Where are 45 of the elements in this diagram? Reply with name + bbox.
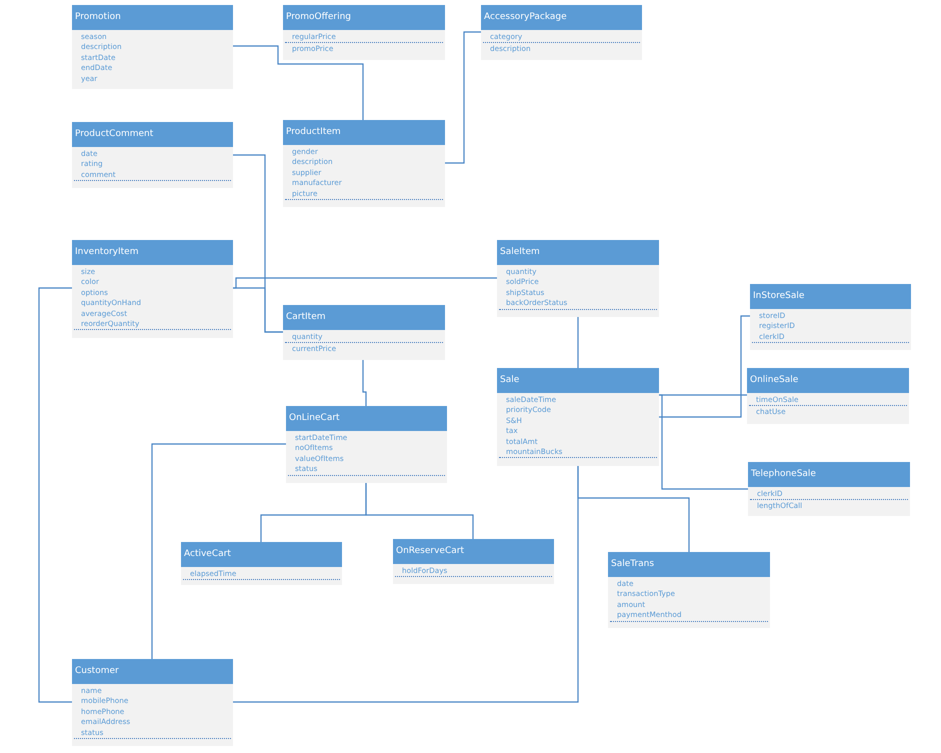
connector-line xyxy=(365,483,474,539)
class-name: InStoreSale xyxy=(750,284,911,309)
connector-line xyxy=(233,277,497,289)
class-name: CartItem xyxy=(283,305,445,330)
class-box xyxy=(72,5,233,89)
connector-line xyxy=(233,45,364,120)
connector-line xyxy=(577,466,690,552)
class-name: PromoOffering xyxy=(283,5,445,30)
connector-line xyxy=(445,31,481,164)
class-name: SaleItem xyxy=(497,240,659,265)
class-box xyxy=(72,240,233,338)
class-name: OnReserveCart xyxy=(393,539,554,564)
class-name: OnLineCart xyxy=(286,406,447,431)
class-box xyxy=(283,305,445,360)
class-box xyxy=(283,5,445,60)
class-box xyxy=(181,542,342,585)
class-name: ProductComment xyxy=(72,122,233,147)
connector-line xyxy=(659,394,748,490)
class-name: InventoryItem xyxy=(72,240,233,265)
class-name: Sale xyxy=(497,368,659,393)
class-box xyxy=(748,462,910,516)
class-box xyxy=(481,5,642,60)
connector-line xyxy=(577,317,579,368)
class-name: OnlineSale xyxy=(747,368,909,393)
class-box xyxy=(750,284,911,350)
class-name: AccessoryPackage xyxy=(481,5,642,30)
class-name: SaleTrans xyxy=(608,552,770,577)
class-name: TelephoneSale xyxy=(748,462,910,487)
class-name: ProductItem xyxy=(283,120,445,145)
connector-line xyxy=(38,287,72,703)
class-name: Customer xyxy=(72,659,233,684)
class-box xyxy=(497,240,659,317)
connector-line xyxy=(151,443,286,659)
class-box xyxy=(393,539,554,584)
class-box xyxy=(497,368,659,466)
class-box xyxy=(283,120,445,207)
connector-line xyxy=(659,315,750,418)
class-box xyxy=(747,368,909,424)
class-box xyxy=(72,122,233,188)
class-box xyxy=(608,552,770,628)
class-box xyxy=(72,659,233,746)
class-box xyxy=(286,406,447,483)
class-name: Promotion xyxy=(72,5,233,30)
class-name: ActiveCart xyxy=(181,542,342,567)
connector-line xyxy=(362,360,367,406)
